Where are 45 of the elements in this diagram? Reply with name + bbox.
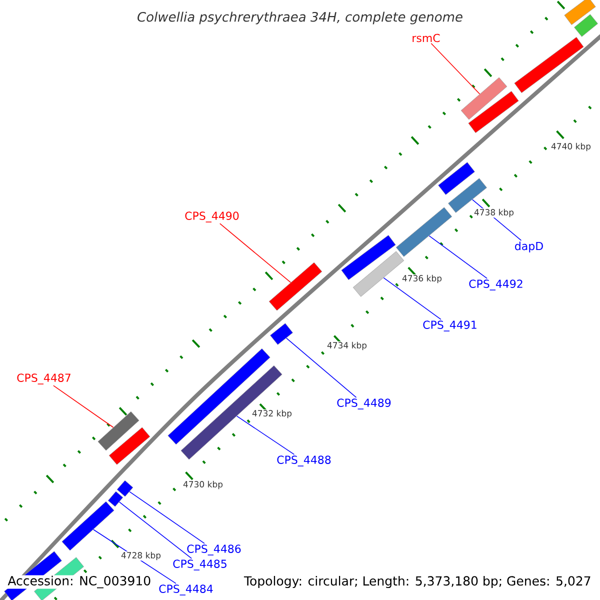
gene-bar <box>438 162 475 195</box>
gene-bar <box>108 427 150 465</box>
leader-line <box>428 235 488 279</box>
gene-label: CPS_4484 <box>159 584 213 596</box>
title: Colwellia psychrerythraea 34H, complete genome <box>138 12 462 24</box>
scale-label: 4736 kbp <box>401 274 443 284</box>
leader-line <box>236 416 295 455</box>
scale-label: 4740 kbp <box>550 142 592 152</box>
gene-bar <box>574 14 598 37</box>
gene-bar <box>514 36 584 94</box>
gene-bar <box>98 411 140 451</box>
leader-line <box>53 385 114 428</box>
gene-label: dapD <box>515 242 543 252</box>
leader-line <box>129 491 205 544</box>
gene-bar <box>270 323 293 345</box>
scale-label: 4738 kbp <box>473 208 515 218</box>
gene-bar <box>108 491 124 507</box>
gene-label: CPS_4487 <box>17 374 70 384</box>
gene-bar <box>116 480 134 497</box>
scale-label: 4734 kbp <box>326 341 368 351</box>
gene-label: CPS_4489 <box>337 398 391 410</box>
scale-label: 4728 kbp <box>120 551 162 561</box>
accession-label: Accession: NC_003910 <box>7 575 152 589</box>
gene-bar <box>468 91 519 134</box>
leader-line <box>383 277 442 320</box>
leader-line <box>118 502 192 559</box>
scale-label: 4730 kbp <box>182 480 224 490</box>
gene-bar <box>564 0 596 25</box>
gene-label: CPS_4490 <box>185 212 239 222</box>
gene-label: CPS_4488 <box>277 456 331 466</box>
leader-line <box>430 42 480 94</box>
gene-bar <box>62 501 114 551</box>
gene-label: rsmC <box>412 34 440 42</box>
leader-line <box>286 338 357 398</box>
gene-label: CPS_4491 <box>423 320 476 332</box>
gene-bar <box>268 262 322 311</box>
scale-label: 4732 kbp <box>251 409 293 419</box>
gene-bar <box>341 235 396 280</box>
topology-label: Topology: circular; Length: 5,373,180 bp; Genes: 5,027 <box>242 574 593 590</box>
gene-label: CPS_4492 <box>469 280 522 290</box>
leader-line <box>220 223 292 283</box>
gene-bar <box>396 207 452 257</box>
gene-label: CPS_4486 <box>187 544 241 556</box>
gene-label: CPS_4485 <box>173 560 226 570</box>
gene-bar <box>460 77 508 120</box>
